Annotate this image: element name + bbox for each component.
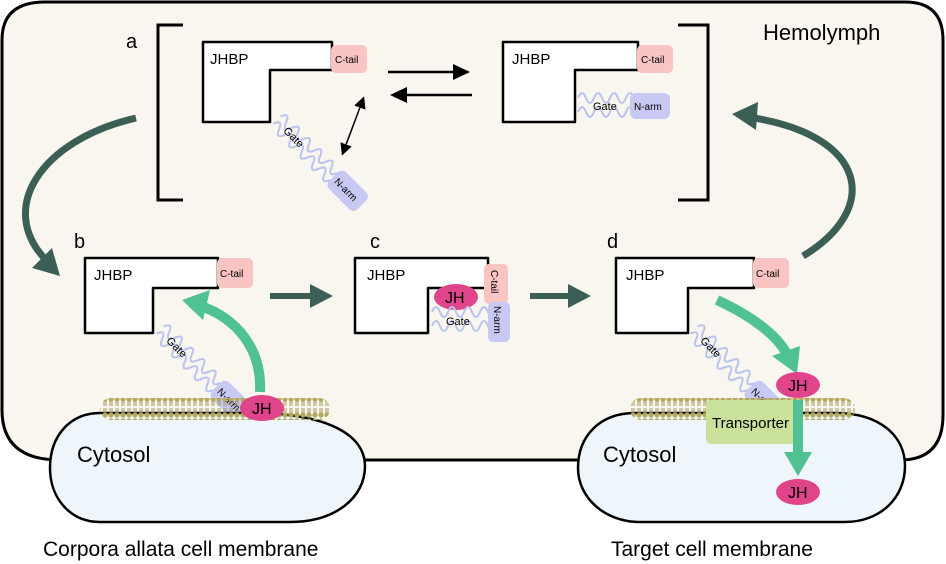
panel-label-c: c bbox=[370, 231, 380, 253]
c-tail-label-a-closed: C-tail bbox=[641, 55, 664, 66]
panel-label-d: d bbox=[607, 231, 618, 253]
jhbp-b: JHBP C-tail Gate N-arm bbox=[83, 256, 253, 421]
jhbp-label-b: JHBP bbox=[94, 267, 132, 284]
c-tail-label-b: C-tail bbox=[220, 269, 243, 280]
c-tail-label-a-open: C-tail bbox=[335, 55, 358, 66]
cytosol-left bbox=[48, 411, 367, 524]
jh-label-d: JH bbox=[788, 378, 808, 395]
membrane-left bbox=[100, 398, 330, 420]
jh-bound-c bbox=[434, 284, 478, 310]
arrow-c-to-d bbox=[530, 284, 591, 308]
jh-released-d bbox=[776, 372, 820, 398]
transporter-label: Transporter bbox=[712, 415, 789, 432]
transporter bbox=[706, 400, 798, 444]
jh-label-c: JH bbox=[445, 290, 465, 307]
jh-cytosol-d bbox=[776, 479, 820, 505]
teal-arrow-b bbox=[182, 290, 266, 393]
c-tail-a-closed bbox=[637, 45, 673, 73]
n-arm-label-c: N-arm bbox=[491, 306, 502, 334]
double-arrow-a bbox=[340, 96, 366, 156]
c-tail-label-d: C-tail bbox=[756, 269, 779, 280]
c-tail-label-c: C-tail bbox=[488, 270, 499, 293]
jhbp-label-d: JHBP bbox=[626, 267, 664, 284]
bracket-left bbox=[156, 23, 183, 202]
n-arm-a-closed bbox=[630, 93, 670, 119]
n-arm-label-a-closed: N-arm bbox=[634, 102, 662, 113]
n-arm-c bbox=[488, 302, 510, 342]
gate-label-c: Gate bbox=[446, 316, 470, 328]
panel-label-b: b bbox=[74, 231, 85, 253]
jh-label-b: JH bbox=[252, 401, 272, 418]
jh-release-b bbox=[240, 395, 284, 421]
n-arm-a-open bbox=[327, 170, 368, 211]
c-tail-c bbox=[484, 264, 508, 304]
jhbp-label-a-closed: JHBP bbox=[512, 51, 550, 68]
hemolymph-label: Hemolymph bbox=[763, 20, 880, 45]
c-tail-a-open bbox=[331, 45, 367, 73]
curved-arrow-left bbox=[22, 114, 137, 276]
panel-label-a: a bbox=[126, 31, 138, 53]
equilibrium-arrows bbox=[388, 64, 472, 103]
caption-right: Target cell membrane bbox=[611, 538, 813, 561]
curved-arrow-right bbox=[732, 102, 856, 260]
caption-left: Corpora allata cell membrane bbox=[43, 538, 318, 561]
jhbp-c: JHBP JH C-tail Gate N-arm bbox=[353, 256, 510, 342]
gate-coil-c bbox=[431, 306, 497, 332]
cytosol-left-label: Cytosol bbox=[77, 442, 150, 467]
jhbp-label-c: JHBP bbox=[367, 267, 405, 284]
jh-label-cytosol: JH bbox=[788, 485, 808, 502]
c-tail-b bbox=[217, 258, 253, 288]
jhbp-a-closed: JHBP C-tail Gate N-arm bbox=[501, 40, 673, 124]
cytosol-right-label: Cytosol bbox=[603, 442, 676, 467]
cytosol-right bbox=[576, 411, 907, 524]
jhbp-label-a-open: JHBP bbox=[210, 51, 248, 68]
teal-arrow-transport bbox=[784, 400, 812, 476]
teal-arrow-d bbox=[714, 295, 800, 374]
arrow-b-to-c bbox=[270, 284, 333, 308]
c-tail-d bbox=[753, 258, 789, 288]
bracket-right bbox=[678, 23, 710, 202]
gate-label-a-closed: Gate bbox=[593, 101, 617, 113]
